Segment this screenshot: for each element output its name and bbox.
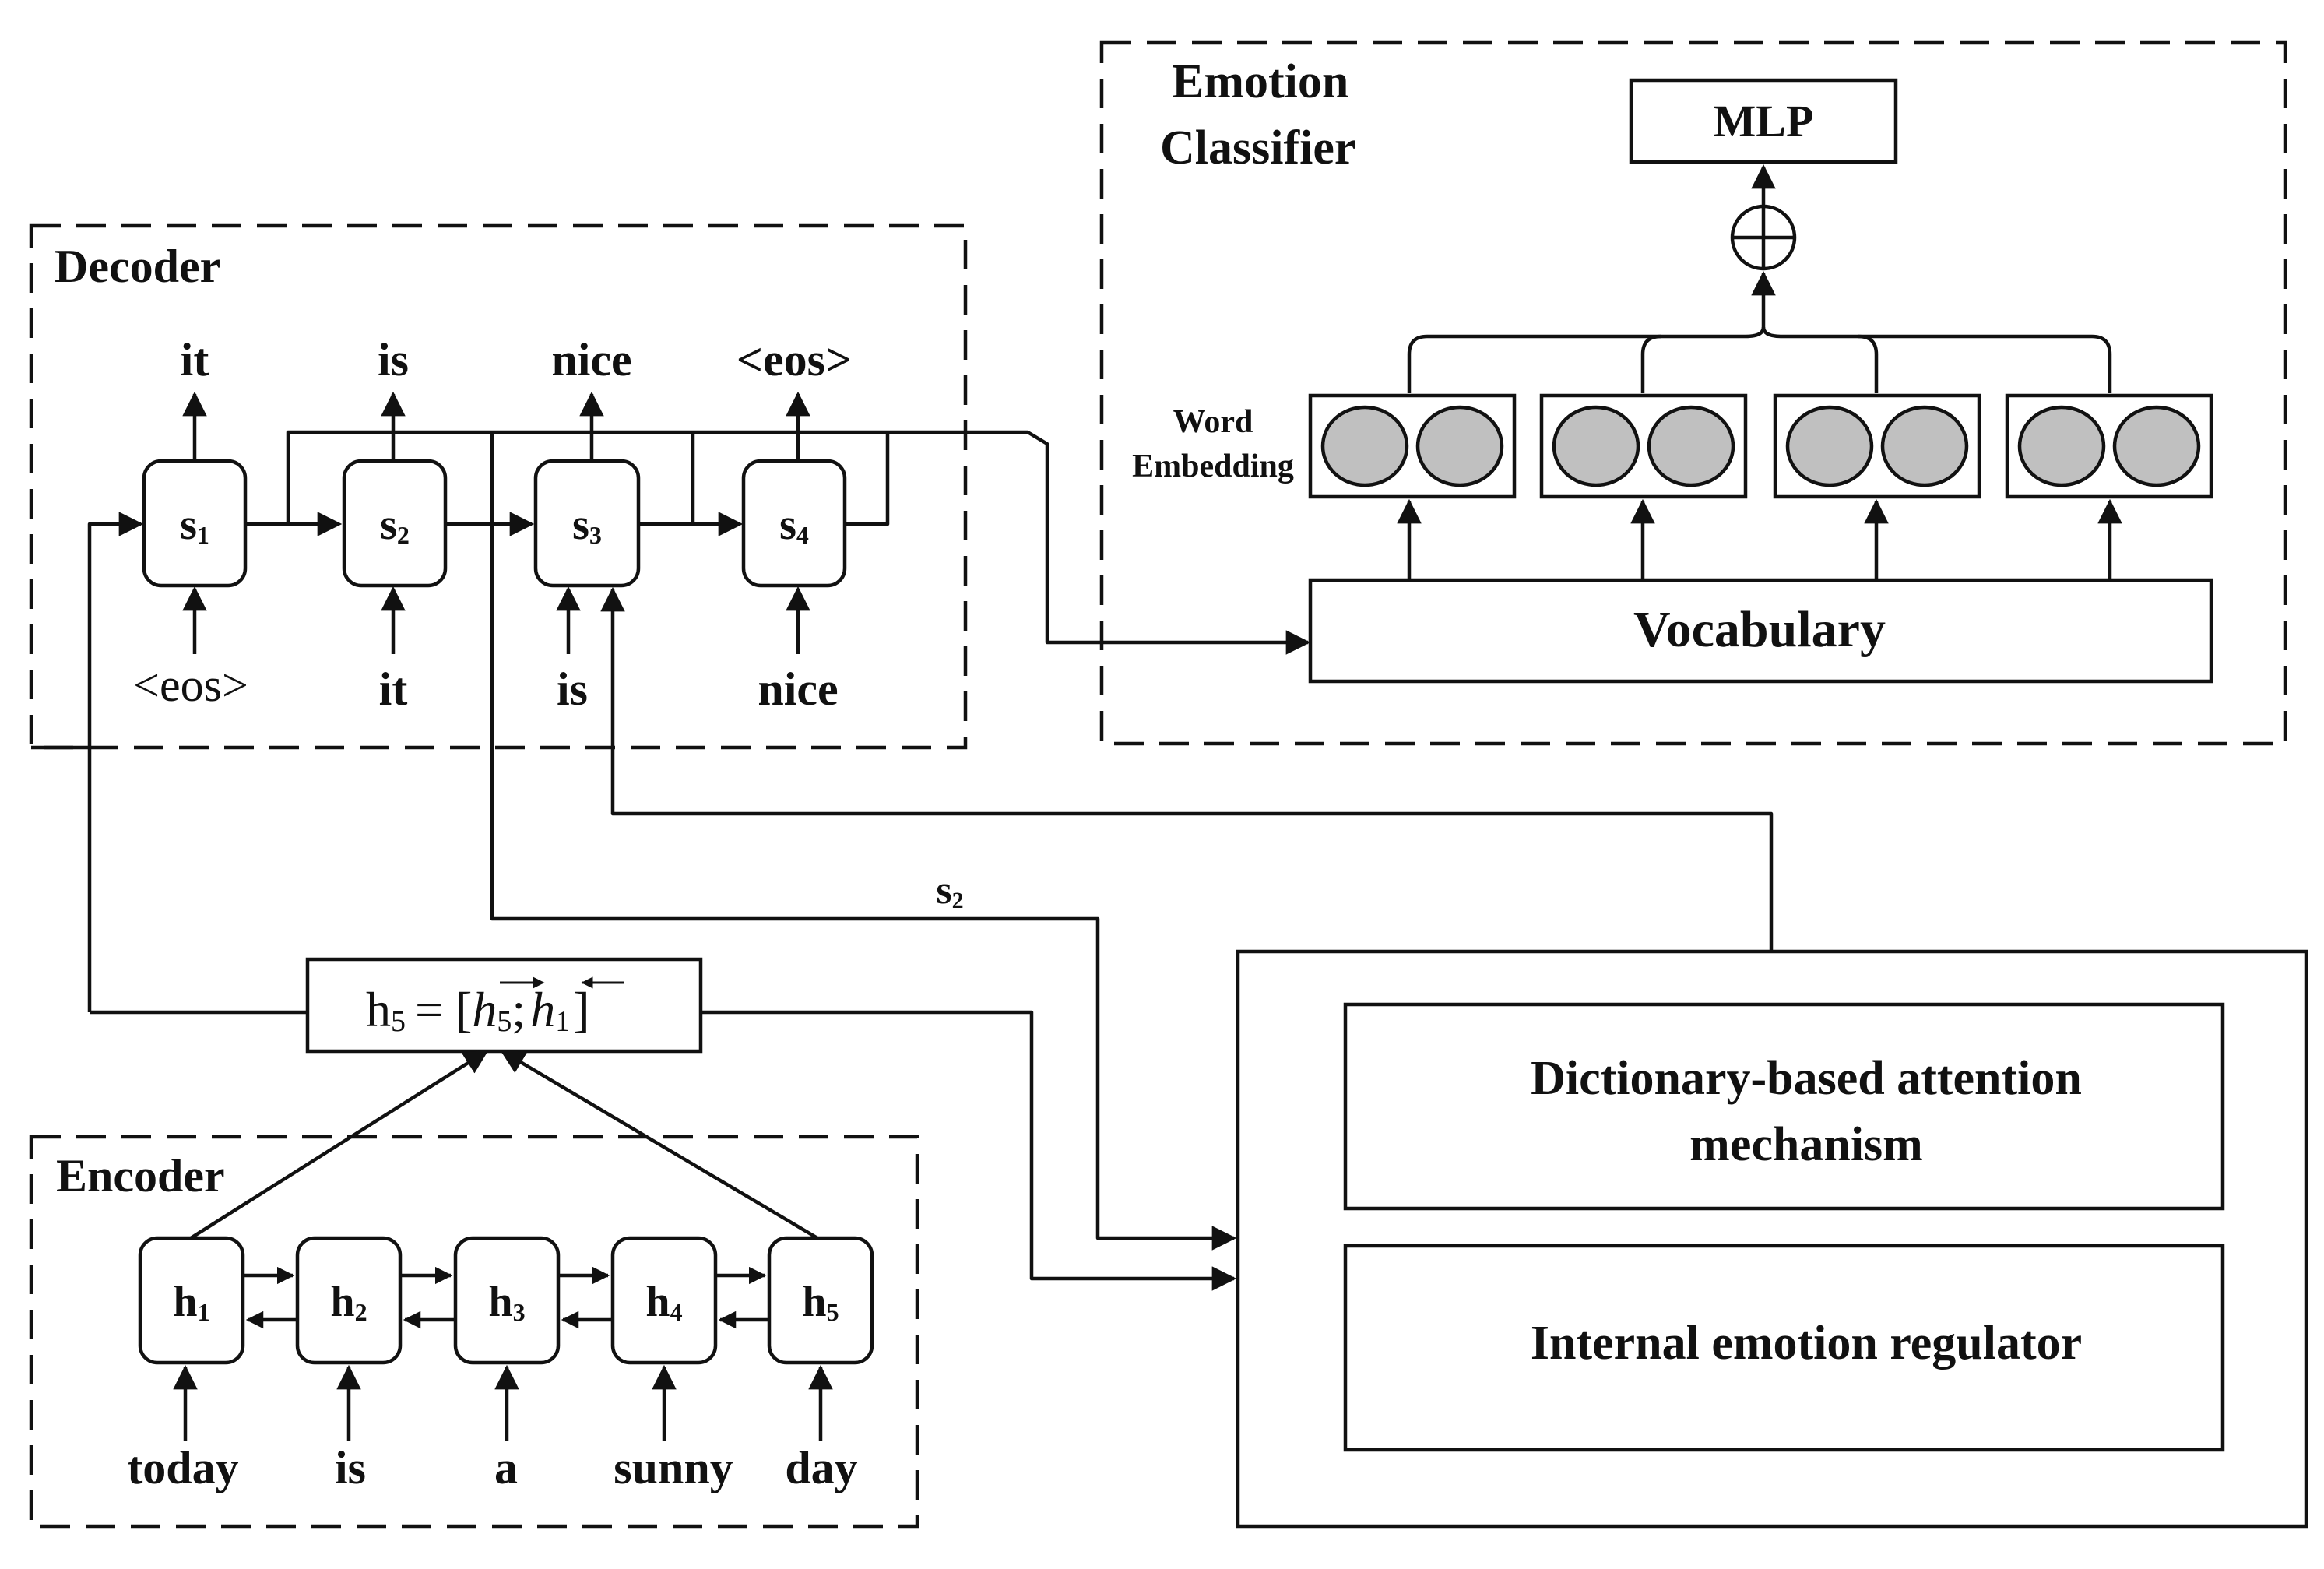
word-embedding-1 xyxy=(1308,393,1517,499)
embedding-merge-lines xyxy=(1407,270,2112,393)
decoder-output-4: <eos> xyxy=(737,334,852,385)
attention-mechanism-label-1: Dictionary-based attention xyxy=(1531,1052,2082,1105)
emotion-classifier-title-1: Emotion xyxy=(1172,55,1348,108)
svg-text:h3: h3 xyxy=(488,1278,525,1326)
decoder-cell-s2: s2 xyxy=(342,459,448,588)
svg-text:s1: s1 xyxy=(180,501,209,549)
vocabulary-box xyxy=(1308,578,2213,684)
emotion-classifier-title-2: Classifier xyxy=(1160,121,1355,174)
emotion-classifier-region xyxy=(1099,40,2287,746)
decoder-output-3: nice xyxy=(551,334,631,385)
svg-text:h1: h1 xyxy=(173,1278,209,1326)
encoder-to-concat-arrows xyxy=(189,1050,819,1240)
encoder-input-2: is xyxy=(335,1442,366,1493)
emotion-regulator-label: Internal emotion regulator xyxy=(1531,1317,2082,1370)
decoder-cell-s3: s3 xyxy=(533,459,641,588)
word-embedding-2 xyxy=(1539,393,1748,499)
encoder-input-4: sunny xyxy=(614,1442,733,1493)
encoder-cell-h1: h1 xyxy=(138,1236,245,1365)
decoder-output-1: it xyxy=(181,334,209,385)
svg-text:h2: h2 xyxy=(330,1278,367,1326)
svg-text:h4: h4 xyxy=(645,1278,682,1326)
decoder-arrows xyxy=(31,391,1774,1251)
mlp-box xyxy=(1629,78,1898,164)
decoder-cell-s1: s1 xyxy=(142,459,248,588)
encoder-cell-h4: h4 xyxy=(610,1236,718,1365)
encoder-input-1: today xyxy=(127,1442,238,1493)
encoder-input-5: day xyxy=(785,1442,857,1493)
svg-text:s4: s4 xyxy=(779,501,809,549)
decoder-input-1: <eos> xyxy=(133,660,248,711)
decoder-input-4: nice xyxy=(758,663,838,715)
encoder-input-arrows xyxy=(173,1364,833,1441)
concat-to-modules-line xyxy=(701,1010,1237,1291)
svg-text:s2: s2 xyxy=(380,501,410,549)
decoder-region xyxy=(29,223,968,750)
concat-plus-icon xyxy=(1730,204,1797,271)
decoder-input-2: it xyxy=(379,663,408,715)
word-embedding-label-2: Embedding xyxy=(1132,449,1294,484)
svg-text:h5: h5 xyxy=(802,1278,839,1326)
emotion-regulator-box xyxy=(1343,1244,2225,1452)
vocabulary-label: Vocabulary xyxy=(1633,601,1886,658)
word-embedding-label-1: Word xyxy=(1173,404,1253,440)
mlp-label: MLP xyxy=(1714,96,1814,146)
encoder-input-3: a xyxy=(494,1442,518,1493)
encoder-title: Encoder xyxy=(56,1150,225,1201)
attention-mechanism-label-2: mechanism xyxy=(1689,1118,1923,1171)
concat-formula: h5= [h5;h1] xyxy=(366,982,590,1038)
encoder-region xyxy=(29,1135,919,1529)
decoder-output-2: is xyxy=(378,334,409,385)
concat-box xyxy=(305,957,703,1054)
attention-mechanism-box xyxy=(1343,1002,2225,1211)
decoder-cell-s4: s4 xyxy=(741,459,847,588)
word-embedding-3 xyxy=(1773,393,1981,499)
svg-text:s3: s3 xyxy=(572,501,602,549)
encoder-cell-h2: h2 xyxy=(295,1236,403,1365)
encoder-bidirectional-arrows xyxy=(243,1266,769,1329)
s2-feedback-label: s2 xyxy=(936,868,963,913)
encoder-cell-h3: h3 xyxy=(453,1236,561,1365)
decoder-input-3: is xyxy=(557,663,588,715)
vocabulary-to-embedding-arrows xyxy=(1397,498,2122,580)
word-embedding-4 xyxy=(2005,393,2213,499)
encoder-cell-h5: h5 xyxy=(767,1236,874,1365)
decoder-title: Decoder xyxy=(54,241,220,292)
